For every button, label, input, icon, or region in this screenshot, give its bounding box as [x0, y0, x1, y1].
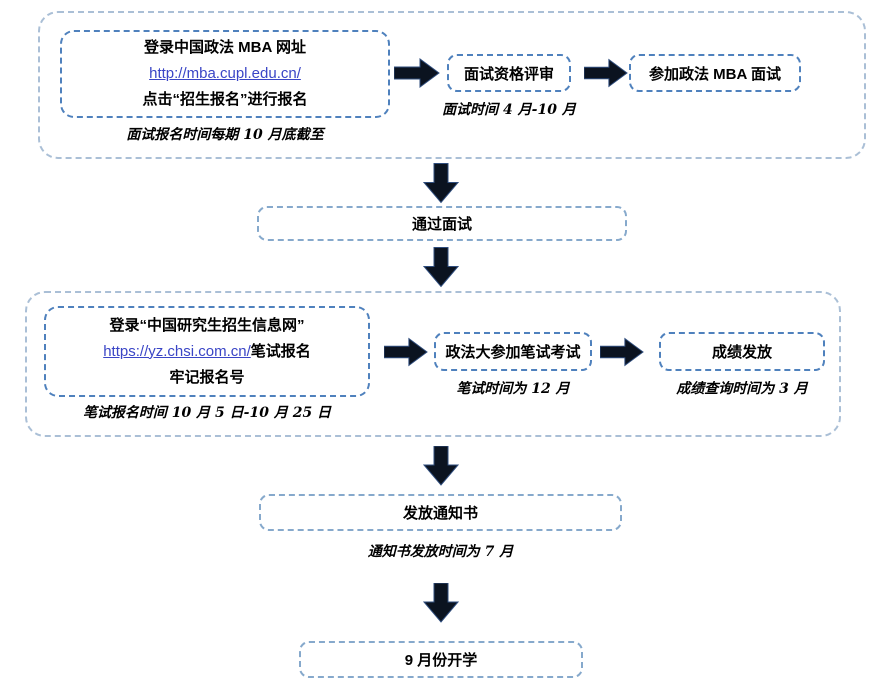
- mba-site-link-line: http://mba.cupl.edu.cn/: [149, 61, 301, 87]
- chsi-link[interactable]: https://yz.chsi.com.cn/: [103, 342, 251, 360]
- school-start-label: 9 月份开学: [404, 652, 478, 669]
- mba-site-register-line1: 登录中国政法 MBA 网址: [144, 39, 306, 56]
- arrow-right-icon: [600, 337, 644, 367]
- attend-interview-box: 参加政法 MBA 面试: [629, 54, 801, 92]
- arrow-right-icon: [394, 58, 440, 88]
- interview-register-deadline-caption: 面试报名时间每期 10 月底截至: [126, 127, 324, 143]
- arrow-down-icon: [423, 163, 459, 204]
- admission-notice-box: 发放通知书: [259, 494, 622, 531]
- mba-site-link[interactable]: http://mba.cupl.edu.cn/: [149, 65, 301, 82]
- pass-interview-label: 通过面试: [411, 216, 472, 233]
- written-exam-time-caption: 笔试时间为 12 月: [456, 381, 570, 397]
- chsi-register-line3: 牢记报名号: [169, 368, 245, 386]
- chsi-register-box: 登录“中国研究生招生信息网” https://yz.chsi.com.cn/笔试…: [44, 306, 370, 397]
- arrow-right-icon: [584, 58, 628, 88]
- pass-interview-box: 通过面试: [257, 206, 627, 241]
- arrow-down-icon: [423, 446, 459, 486]
- chsi-link-suffix: 笔试报名: [250, 342, 311, 360]
- written-register-time-caption: 笔试报名时间 10 月 5 日-10 月 25 日: [82, 405, 332, 421]
- notice-time-caption: 通知书发放时间为 7 月: [367, 544, 514, 560]
- interview-review-box: 面试资格评审: [447, 54, 571, 92]
- admission-notice-label: 发放通知书: [402, 505, 478, 522]
- score-query-time-caption: 成绩查询时间为 3 月: [676, 381, 808, 397]
- arrow-down-icon: [423, 583, 459, 623]
- score-release-box: 成绩发放: [659, 332, 825, 371]
- interview-review-label: 面试资格评审: [463, 65, 554, 83]
- arrow-down-icon: [423, 247, 459, 288]
- attend-interview-label: 参加政法 MBA 面试: [649, 65, 781, 83]
- school-start-box: 9 月份开学: [299, 641, 583, 678]
- written-exam-label: 政法大参加笔试考试: [445, 344, 581, 361]
- score-release-label: 成绩发放: [711, 344, 772, 361]
- mba-site-register-line3: 点击“招生报名”进行报名: [142, 91, 308, 108]
- arrow-right-icon: [384, 337, 428, 367]
- chsi-link-line: https://yz.chsi.com.cn/笔试报名: [103, 339, 311, 365]
- mba-site-register-box: 登录中国政法 MBA 网址 http://mba.cupl.edu.cn/ 点击…: [60, 30, 390, 118]
- written-exam-box: 政法大参加笔试考试: [434, 332, 592, 371]
- interview-time-caption: 面试时间 4 月-10 月: [442, 102, 576, 118]
- chsi-register-line1: 登录“中国研究生招生信息网”: [109, 316, 305, 334]
